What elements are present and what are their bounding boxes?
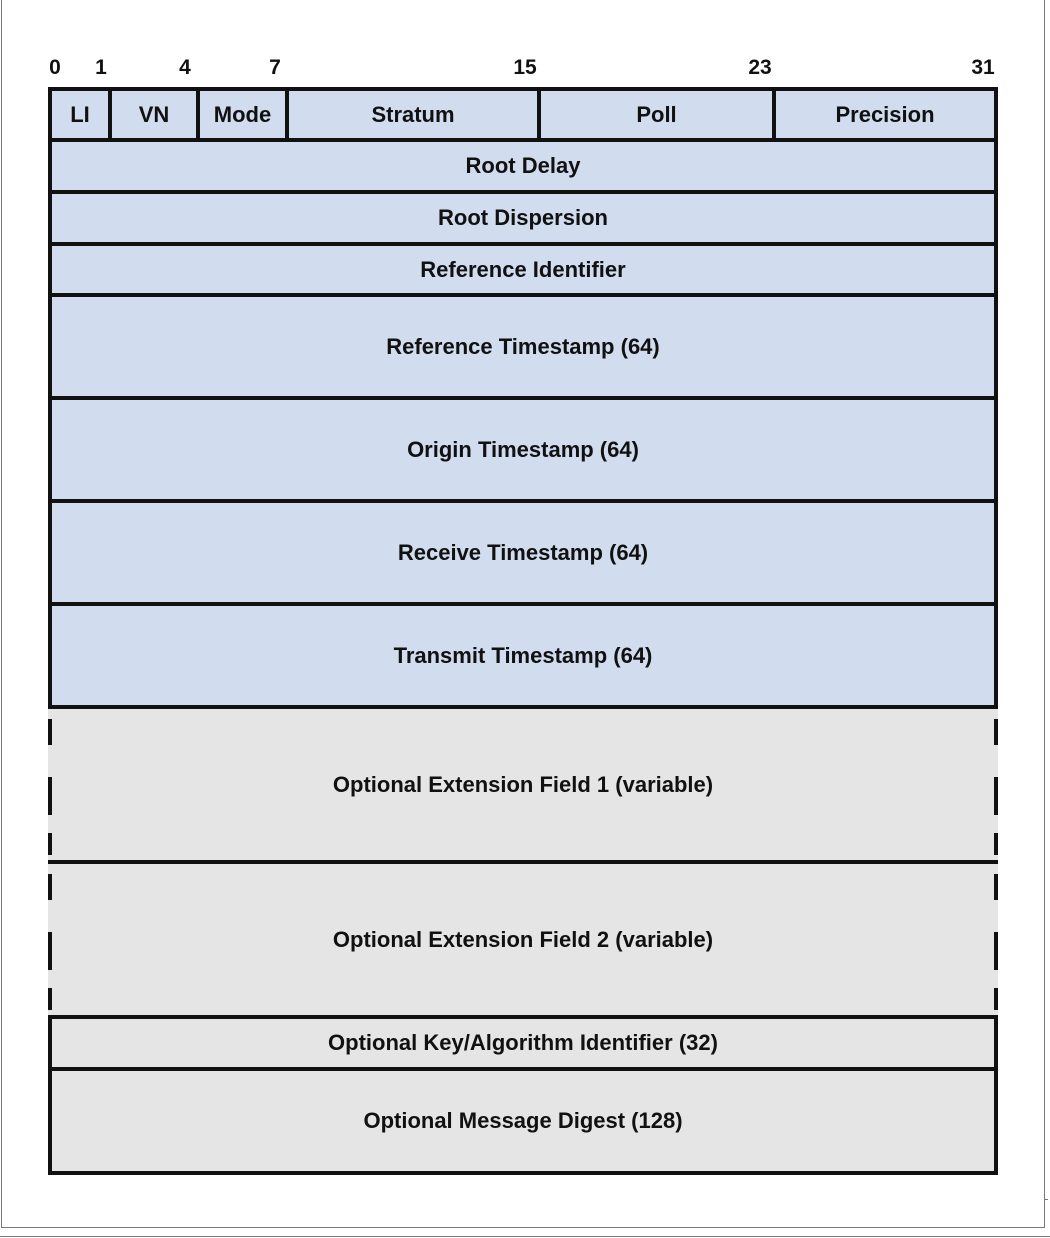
dashed-border-right-8-1 <box>994 777 998 815</box>
bit-label-4: 4 <box>179 56 191 79</box>
field-extension-1: Optional Extension Field 1 (variable) <box>48 705 998 864</box>
bottom-rule <box>0 1236 1050 1237</box>
field-root-delay: Root Delay <box>48 138 998 194</box>
frame-tick <box>1044 1199 1048 1200</box>
field-message-digest: Optional Message Digest (128) <box>48 1067 998 1175</box>
field-transmit-timestamp: Transmit Timestamp (64) <box>48 602 998 709</box>
dashed-border-right-8-0 <box>994 719 998 745</box>
field-reference-identifier: Reference Identifier <box>48 242 998 297</box>
bit-label-0: 0 <box>49 56 61 79</box>
dashed-border-left-9-1 <box>48 932 52 970</box>
bit-label-1: 1 <box>95 56 107 79</box>
dashed-border-right-9-0 <box>994 874 998 900</box>
field-key-identifier: Optional Key/Algorithm Identifier (32) <box>48 1015 998 1071</box>
dashed-border-right-9-2 <box>994 988 998 1010</box>
dashed-border-left-8-0 <box>48 719 52 745</box>
field-root-dispersion: Root Dispersion <box>48 190 998 246</box>
dashed-border-left-9-2 <box>48 988 52 1010</box>
field-mode: Mode <box>196 87 289 142</box>
field-origin-timestamp: Origin Timestamp (64) <box>48 396 998 503</box>
ntp-packet-diagram: LI VN Mode Stratum Poll Precision Root D… <box>48 87 998 1175</box>
dashed-border-left-8-2 <box>48 833 52 855</box>
field-reference-timestamp: Reference Timestamp (64) <box>48 293 998 400</box>
bit-label-15: 15 <box>513 56 537 79</box>
field-precision: Precision <box>772 87 998 142</box>
field-poll: Poll <box>537 87 776 142</box>
field-vn: VN <box>108 87 200 142</box>
bit-label-31: 31 <box>971 56 995 79</box>
field-li: LI <box>48 87 112 142</box>
field-extension-2: Optional Extension Field 2 (variable) <box>48 860 998 1019</box>
dashed-border-left-8-1 <box>48 777 52 815</box>
dashed-border-right-8-2 <box>994 833 998 855</box>
field-receive-timestamp: Receive Timestamp (64) <box>48 499 998 606</box>
dashed-border-right-9-1 <box>994 932 998 970</box>
field-stratum: Stratum <box>285 87 541 142</box>
bit-label-7: 7 <box>269 56 281 79</box>
dashed-border-left-9-0 <box>48 874 52 900</box>
bit-label-23: 23 <box>748 56 772 79</box>
